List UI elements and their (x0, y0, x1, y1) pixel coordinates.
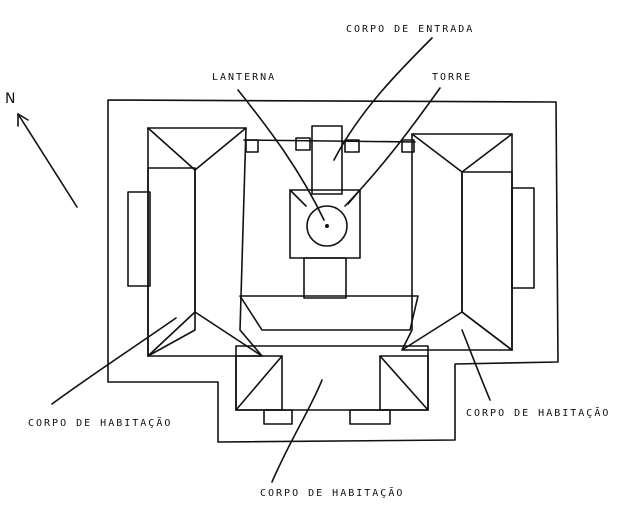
leader-habitacao-right (461, 329, 491, 401)
label-corpo-de-habitacao-left: CORPO DE HABITAÇÃO (28, 416, 172, 429)
leader-habitacao-bottom (271, 379, 323, 483)
leader-corpo-entrada (333, 37, 433, 161)
right-annex (511, 187, 535, 289)
left-annex (127, 191, 151, 287)
tower-square (289, 189, 361, 259)
left-habitation-block (127, 127, 263, 357)
leader-lanterna (237, 89, 325, 221)
right-habitation-block (401, 133, 535, 351)
lantern-circle (306, 205, 348, 247)
top-edge-line (243, 139, 416, 143)
north-mark: N (5, 91, 15, 107)
bottom-annex-left (263, 409, 293, 425)
bottom-habitation-block (235, 345, 429, 425)
label-lanterna: LANTERNA (212, 72, 276, 83)
lantern-center (325, 224, 329, 228)
leader-habitacao-left (51, 317, 177, 405)
bottom-annex-right (349, 409, 391, 425)
label-corpo-de-entrada: CORPO DE ENTRADA (346, 24, 474, 35)
label-corpo-de-habitacao-right: CORPO DE HABITAÇÃO (466, 406, 610, 419)
label-corpo-de-habitacao-bottom: CORPO DE HABITAÇÃO (260, 486, 404, 499)
central-wing (239, 295, 419, 331)
site-outline (107, 99, 559, 443)
north-arrow: N (5, 91, 78, 208)
label-torre: TORRE (432, 72, 472, 83)
entrance-body (245, 125, 415, 299)
leader-lines (51, 37, 491, 483)
leader-torre (344, 87, 441, 207)
